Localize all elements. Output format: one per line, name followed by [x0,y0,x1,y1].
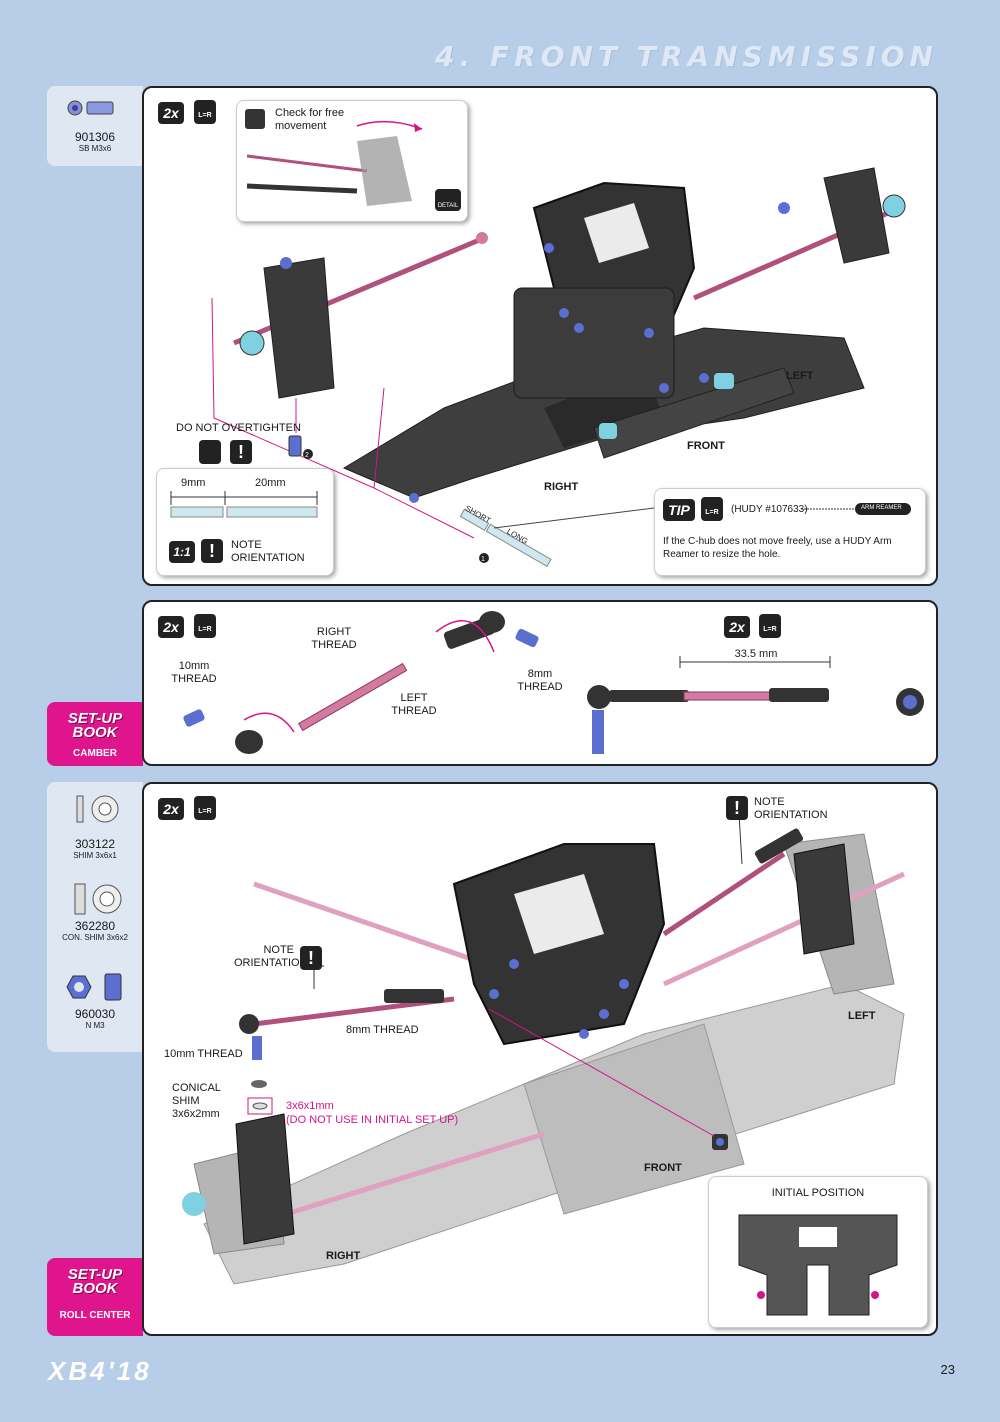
label-10mm-thread: 10mm THREAD [164,1048,243,1060]
label-left-thread: LEFT THREAD [391,692,437,717]
label-front: FRONT [644,1162,682,1174]
page-title: 4. FRONT TRANSMISSION [435,40,938,73]
l-equals-r-icon-2: L=R [759,614,781,638]
model-logo: XB4'18 [48,1356,152,1386]
front-transmission-illustration: 2 1 [211,167,906,567]
note-orientation-top: NOTE ORIENTATION [754,796,828,821]
roll-center-illustration [182,813,906,1285]
tool-icon [245,109,265,129]
step-panel-2: 2x L=R 2x L=R RIGHT THREAD LEFT THREAD 1… [142,600,938,766]
setup-book-logo: SET-UP BOOK [67,1266,123,1297]
quantity-badge-2: 2x [724,616,750,638]
nut-icon [66,973,122,1001]
exclamation-icon: ! [300,946,322,970]
detail-illustration [246,120,423,206]
svg-text:1: 1 [481,556,485,563]
setup-book-logo: SET-UP BOOK [67,710,123,741]
note-orientation-left: NOTE ORIENTATION [234,944,308,969]
part-303122: 303122 SHIM 3x6x1 [73,837,117,860]
pin-diagram [170,491,318,518]
step-panel-1: 2x L=R [142,86,938,586]
label-conical-shim: CONICAL SHIM 3x6x2mm [172,1082,221,1120]
l-equals-r-icon: L=R [701,497,723,521]
label-right: RIGHT [326,1250,361,1262]
pin-dimension-callout: 9mm 20mm 1:1 ! NOTE ORIENTATION [156,468,334,576]
l-equals-r-icon: L=R [194,100,216,124]
page-number: 23 [940,1362,955,1377]
setup-book-camber: SET-UP BOOK CAMBER [47,702,143,766]
setup-book-topic: ROLL CENTER [59,1310,131,1321]
setup-book-roll-center: SET-UP BOOK ROLL CENTER [47,1258,143,1336]
part-362280: 362280 CON. SHIM 3x6x2 [62,919,128,942]
tip-badge: TIP [663,499,695,521]
check-movement-text: Check for free movement [275,107,345,132]
setup-book-topic: CAMBER [73,748,117,759]
label-shim-size: 3x6x1mm [286,1100,334,1112]
detail-icon: DETAIL [435,189,461,211]
label-shim-note: (DO NOT USE IN INITIAL SET UP) [286,1114,459,1126]
step-panel-3: 2x L=R [142,782,938,1336]
wrench-icon [199,440,221,464]
part-960030: 960030 N M3 [74,1007,116,1030]
label-left: LEFT [848,1010,876,1022]
label-10mm-thread: 10mm THREAD [171,660,217,685]
initial-position-callout: INITIAL POSITION [708,1176,928,1328]
label-right: RIGHT [544,481,579,493]
parts-sidebar-1: 901306 SB M3x6 [47,86,143,166]
label-right-thread: RIGHT THREAD [311,626,357,651]
label-length: 33.5 mm [734,648,778,660]
note-orientation: NOTE ORIENTATION [231,539,305,564]
shock-tower-diagram [738,1214,898,1316]
l-equals-r-icon: L=R [194,614,216,638]
quantity-badge: 2x [158,102,184,124]
conical-shim-icon [74,883,122,915]
tip-text: If the C-hub does not move freely, use a… [663,536,892,560]
label-left: LEFT [786,370,814,382]
warning-overtighten: DO NOT OVERTIGHTEN [176,422,301,434]
l-equals-r-icon: L=R [194,796,216,820]
arm-reamer-icon [801,503,911,515]
turnbuckle-illustration [183,611,924,754]
quantity-badge: 2x [158,616,184,638]
parts-sidebar-3: 303122 SHIM 3x6x1 362280 CON. SHIM 3x6x2… [47,782,143,1052]
label-8mm-thread: 8mm THREAD [346,1024,419,1036]
scale-badge: 1:1 [169,541,195,563]
label-front: FRONT [687,440,725,452]
label-8mm-thread: 8mm THREAD [517,668,563,693]
svg-text:2: 2 [305,452,309,459]
screw-icon [67,100,114,116]
detail-callout: Check for free movement DETAIL [236,100,468,222]
exclamation-icon: ! [230,440,252,464]
dim-9mm: 9mm [181,477,206,489]
shim-icon [76,795,119,823]
dim-20mm: 20mm [255,477,286,489]
part-901306: 901306 SB M3x6 [74,130,116,153]
arm-reamer-label: ARM REAMER [861,505,902,511]
quantity-badge: 2x [158,798,184,820]
tip-callout: TIP L=R (HUDY #107633) ARM REAMER If the… [654,488,926,576]
exclamation-icon: ! [201,539,223,563]
initial-position-title: INITIAL POSITION [771,1187,865,1199]
tip-reference: (HUDY #107633) [731,504,808,515]
exclamation-icon: ! [726,796,748,820]
